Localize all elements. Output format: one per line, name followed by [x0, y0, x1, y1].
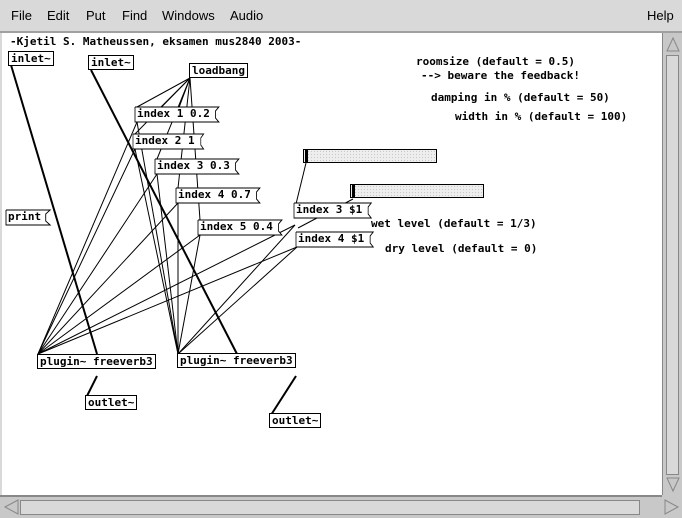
- print-label: print: [8, 210, 42, 223]
- width-comment: width in % (default = 100): [455, 110, 628, 123]
- index5-message[interactable]: index 5 0.4: [197, 219, 283, 236]
- index4-var-label: index 4 $1: [298, 232, 365, 245]
- connection: [37, 202, 179, 355]
- feedback-comment: --> beware the feedback!: [421, 69, 580, 82]
- connection: [37, 224, 296, 355]
- connection: [177, 234, 201, 355]
- dry-level-slider[interactable]: [350, 184, 484, 198]
- connection: [134, 148, 179, 355]
- scroll-right-arrow-icon[interactable]: [663, 499, 680, 515]
- connection: [37, 148, 136, 355]
- connection: [177, 246, 298, 355]
- author-comment: -Kjetil S. Matheussen, eksamen mus2840 2…: [10, 35, 302, 48]
- menu-audio[interactable]: Audio: [230, 8, 264, 23]
- index2-label: index 2 1: [135, 134, 195, 147]
- connection: [136, 77, 191, 108]
- connection: [37, 246, 298, 355]
- scroll-down-arrow-icon[interactable]: [666, 476, 680, 493]
- connection: [295, 162, 307, 205]
- index3-message[interactable]: index 3 0.3: [154, 158, 240, 175]
- connection: [37, 234, 201, 355]
- index1-label: index 1 0.2: [137, 107, 210, 120]
- signal-connection: [86, 375, 98, 397]
- roomsize-comment: roomsize (default = 0.5): [416, 55, 575, 68]
- outlet-right-object[interactable]: outlet~: [269, 413, 322, 428]
- menu-file[interactable]: File: [11, 8, 32, 23]
- patch-connections: [10, 64, 354, 416]
- menu-edit[interactable]: Edit: [47, 8, 70, 23]
- menu-bar: File Edit Put Find Windows Audio Help: [0, 0, 682, 33]
- inlet-right-object[interactable]: inlet~: [88, 55, 134, 70]
- horizontal-scroll-thumb[interactable]: [20, 500, 640, 515]
- print-message[interactable]: print: [5, 209, 52, 226]
- index3-label: index 3 0.3: [157, 159, 230, 172]
- inlet-left-object[interactable]: inlet~: [8, 51, 54, 66]
- patch-canvas[interactable]: -Kjetil S. Matheussen, eksamen mus2840 2…: [2, 33, 662, 495]
- index2-message[interactable]: index 2 1: [132, 133, 205, 150]
- horizontal-scrollbar[interactable]: [0, 495, 662, 518]
- dry-level-comment: dry level (default = 0): [385, 242, 538, 255]
- menu-windows[interactable]: Windows: [162, 8, 215, 23]
- scroll-up-arrow-icon[interactable]: [666, 36, 680, 53]
- index4-label: index 4 0.7: [178, 188, 251, 201]
- scrollbar-corner: [662, 495, 682, 518]
- vertical-scroll-thumb[interactable]: [666, 55, 679, 475]
- scroll-left-arrow-icon[interactable]: [3, 499, 20, 515]
- connection: [136, 121, 179, 355]
- connection: [37, 121, 138, 355]
- index4-message[interactable]: index 4 0.7: [175, 187, 261, 204]
- plugin-freeverb3-left[interactable]: plugin~ freeverb3: [37, 354, 156, 369]
- vertical-scrollbar[interactable]: [662, 33, 682, 495]
- slider-knob[interactable]: [305, 150, 308, 162]
- signal-connection: [90, 69, 238, 355]
- index4-var-message[interactable]: index 4 $1: [295, 231, 375, 248]
- loadbang-object[interactable]: loadbang: [189, 63, 248, 78]
- wet-level-comment: wet level (default = 1/3): [371, 217, 537, 230]
- index3-var-label: index 3 $1: [296, 203, 363, 216]
- slider-knob[interactable]: [352, 185, 355, 197]
- index5-label: index 5 0.4: [200, 220, 273, 233]
- connection: [177, 224, 296, 355]
- signal-connection: [270, 375, 297, 416]
- index3-var-message[interactable]: index 3 $1: [293, 202, 373, 219]
- menu-help[interactable]: Help: [647, 8, 674, 23]
- damping-comment: damping in % (default = 50): [431, 91, 610, 104]
- connection: [37, 173, 158, 355]
- index1-message[interactable]: index 1 0.2: [134, 106, 220, 123]
- outlet-left-object[interactable]: outlet~: [85, 395, 138, 410]
- wet-level-slider[interactable]: [303, 149, 437, 163]
- signal-connection: [10, 64, 98, 355]
- menu-put[interactable]: Put: [86, 8, 106, 23]
- menu-find[interactable]: Find: [122, 8, 148, 23]
- plugin-freeverb3-right[interactable]: plugin~ freeverb3: [177, 353, 296, 368]
